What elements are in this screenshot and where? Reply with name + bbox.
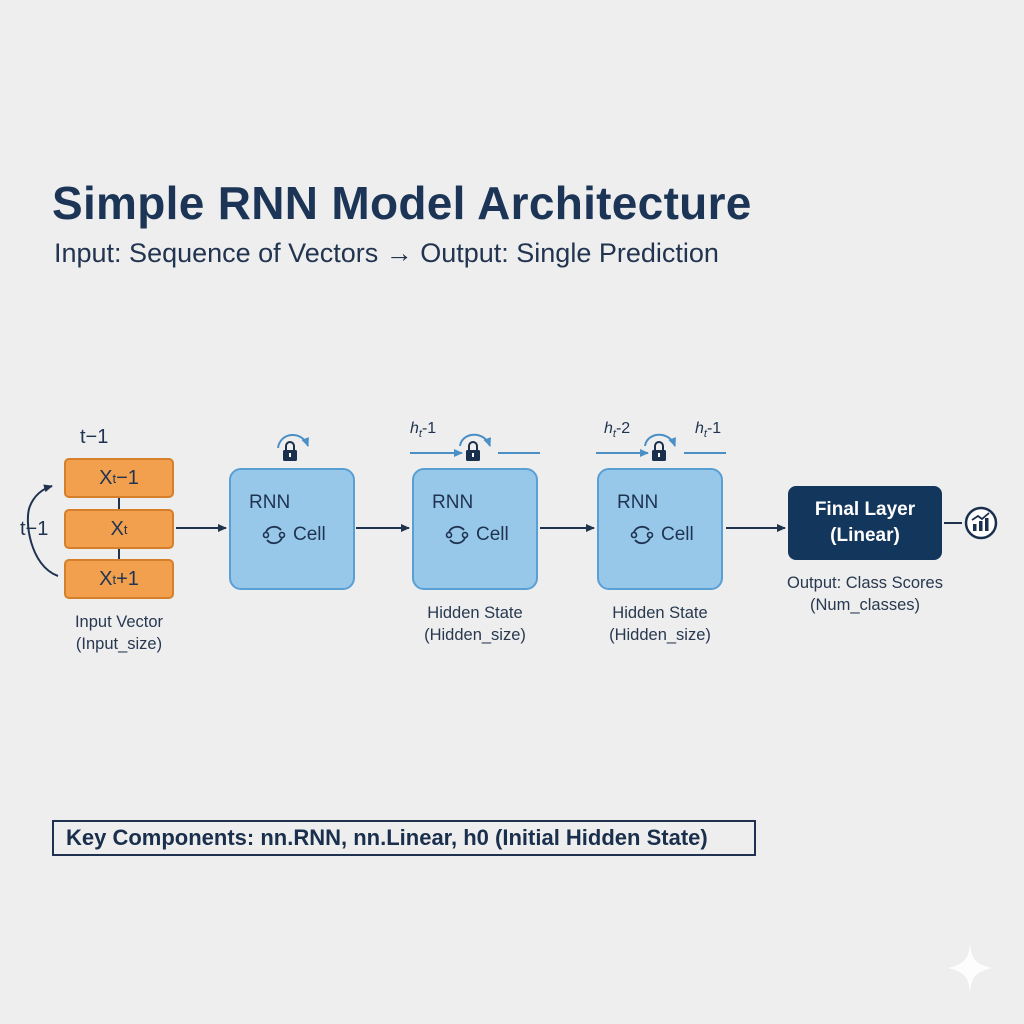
input-caption-line2: (Input_size) <box>75 635 163 653</box>
lock-icon <box>466 441 480 461</box>
final-layer-line1: Final Layer <box>814 499 916 520</box>
final-layer-line2: (Linear) <box>830 525 900 546</box>
input-vector-base: X <box>99 567 113 590</box>
recurrent-loop-2 <box>459 433 491 447</box>
hidden-label-base: h <box>604 420 613 437</box>
hidden-state-caption-line1: Hidden State <box>612 604 708 622</box>
hidden-label-base: h <box>695 420 704 437</box>
recurrent-loop-1 <box>277 434 309 449</box>
input-side-label: t−1 <box>20 518 49 540</box>
rnn-cell-title: RNN <box>432 492 474 513</box>
rnn-cell-label: Cell <box>476 524 509 545</box>
hidden-label-suffix: -2 <box>615 420 631 437</box>
hidden-label-2: ht-2 <box>604 420 630 440</box>
input-loop-arrow <box>26 484 59 577</box>
output-caption-line2: (Num_classes) <box>809 596 921 614</box>
rnn-cell-row: Cell <box>444 522 509 548</box>
hidden-state-caption-line2: (Hidden_size) <box>424 626 526 644</box>
hidden-state-caption-line1: Hidden State <box>427 604 523 622</box>
cycle-icon <box>262 525 286 545</box>
rnn-cell-row: Cell <box>261 522 326 548</box>
hidden-state-caption-2: Hidden State (Hidden_size) <box>597 602 723 646</box>
output-caption: Output: Class Scores (Num_classes) <box>770 572 960 616</box>
hidden-label-base: h <box>410 420 419 437</box>
page-title: Simple RNN Model Architecture <box>52 177 752 229</box>
rnn-cell-row: Cell <box>629 522 694 548</box>
hidden-label-1: ht-1 <box>410 420 436 440</box>
input-vector-base: X <box>110 517 124 540</box>
recurrent-loop-3 <box>644 433 676 447</box>
input-vector-suffix: −1 <box>116 466 139 489</box>
key-components-box: Key Components: nn.RNN, nn.Linear, h0 (I… <box>52 820 756 856</box>
key-components-text: Key Components: nn.RNN, nn.Linear, h0 (I… <box>66 825 708 850</box>
rnn-cell-label: Cell <box>661 524 694 545</box>
lock-icon <box>283 441 297 461</box>
hidden-label-sub: t <box>703 428 707 441</box>
rnn-cell-label: Cell <box>293 524 326 545</box>
rnn-cell-title: RNN <box>249 492 291 513</box>
hidden-state-caption-line2: (Hidden_size) <box>609 626 711 644</box>
input-vector-sub: t <box>123 521 128 537</box>
rnn-cell-2: RNN Cell <box>412 468 538 590</box>
output-caption-line1: Output: Class Scores <box>787 574 943 592</box>
input-vector-suffix: +1 <box>116 567 139 590</box>
sparkle-icon <box>948 944 992 992</box>
page-subtitle: Input: Sequence of Vectors → Output: Sin… <box>54 238 719 268</box>
rnn-cell-title: RNN <box>617 492 659 513</box>
rnn-cell-1: RNN Cell <box>229 468 355 590</box>
final-layer-box: Final Layer (Linear) <box>788 486 942 560</box>
hidden-label-suffix: -1 <box>706 420 722 437</box>
hidden-label-sub: t <box>612 428 616 441</box>
input-caption: Input Vector (Input_size) <box>64 611 174 655</box>
hidden-label-3: ht-1 <box>695 420 721 440</box>
chart-icon <box>964 506 998 540</box>
input-top-label: t−1 <box>80 426 109 448</box>
rnn-cell-3: RNN Cell <box>597 468 723 590</box>
hidden-label-sub: t <box>418 428 422 441</box>
input-caption-line1: Input Vector <box>74 613 164 631</box>
cycle-icon <box>445 525 469 545</box>
input-vector-sub: t <box>112 571 117 587</box>
lock-icon <box>652 441 666 461</box>
cycle-icon <box>630 525 654 545</box>
hidden-state-caption-1: Hidden State (Hidden_size) <box>412 602 538 646</box>
input-vector-base: X <box>99 466 113 489</box>
hidden-label-suffix: -1 <box>421 420 437 437</box>
input-vector-sub: t <box>112 470 117 486</box>
